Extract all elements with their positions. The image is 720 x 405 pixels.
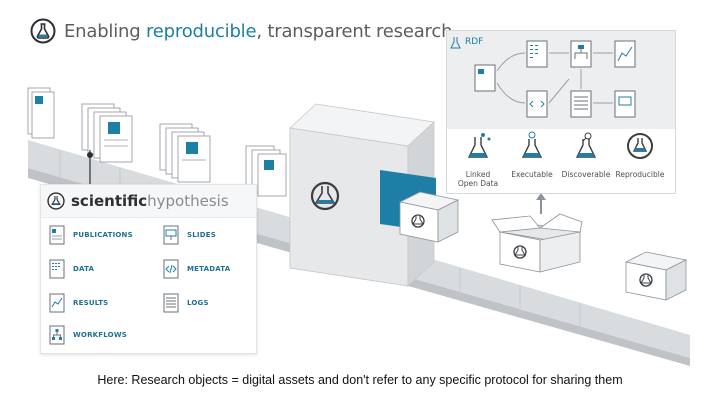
page-title: Enabling reproducible, transparent resea… [64, 20, 458, 42]
right-cube [624, 251, 688, 301]
slides-icon [163, 225, 179, 245]
legend-item-data: DATA [49, 259, 94, 279]
chart-icon [49, 293, 65, 313]
legend-item-results: RESULTS [49, 293, 108, 313]
feature-executable: Executable [505, 131, 559, 179]
log-icon [163, 293, 179, 313]
feature-linked-open-data: Linked Open Data [451, 131, 505, 188]
rdf-panel: RDF Linked Open Data Executable Discover… [446, 30, 676, 194]
legend-header: scientifichypothesis [41, 185, 256, 218]
open-box [491, 193, 583, 273]
linked-data-icon [467, 133, 491, 158]
processing-machine [289, 103, 436, 287]
brand-name: scientifichypothesis [71, 192, 229, 210]
workflow-icon [49, 325, 65, 345]
document-icon [49, 225, 65, 245]
code-icon [163, 259, 179, 279]
feature-discoverable: Discoverable [559, 131, 613, 179]
header: Enabling reproducible, transparent resea… [30, 18, 458, 44]
feature-reproducible: Reproducible [613, 131, 667, 179]
legend-item-workflows: WORKFLOWS [49, 325, 127, 345]
rdf-flask-icon [450, 37, 461, 49]
legend-item-metadata: METADATA [163, 259, 230, 279]
paper-stack-4 [245, 145, 287, 197]
legend-item-logs: LOGS [163, 293, 209, 313]
slide-caption: Here: Research objects = digital assets … [97, 373, 623, 387]
reproducible-icon [627, 133, 653, 159]
flask-logo-icon [47, 192, 65, 210]
flask-logo-icon [30, 18, 56, 44]
legend-item-slides: SLIDES [163, 225, 216, 245]
paper-stack-3 [159, 123, 211, 183]
legend-item-publications: PUBLICATIONS [49, 225, 133, 245]
paper-stack-2 [81, 103, 133, 163]
executable-icon [521, 131, 543, 158]
research-object-legend: scientifichypothesis PUBLICATIONS SLIDES… [40, 184, 257, 354]
data-icon [49, 259, 65, 279]
paper-stack-1 [27, 87, 55, 139]
rdf-graph [450, 37, 636, 118]
rdf-graph-area: RDF [447, 31, 675, 129]
discoverable-icon [575, 132, 597, 158]
output-cube [398, 191, 460, 243]
